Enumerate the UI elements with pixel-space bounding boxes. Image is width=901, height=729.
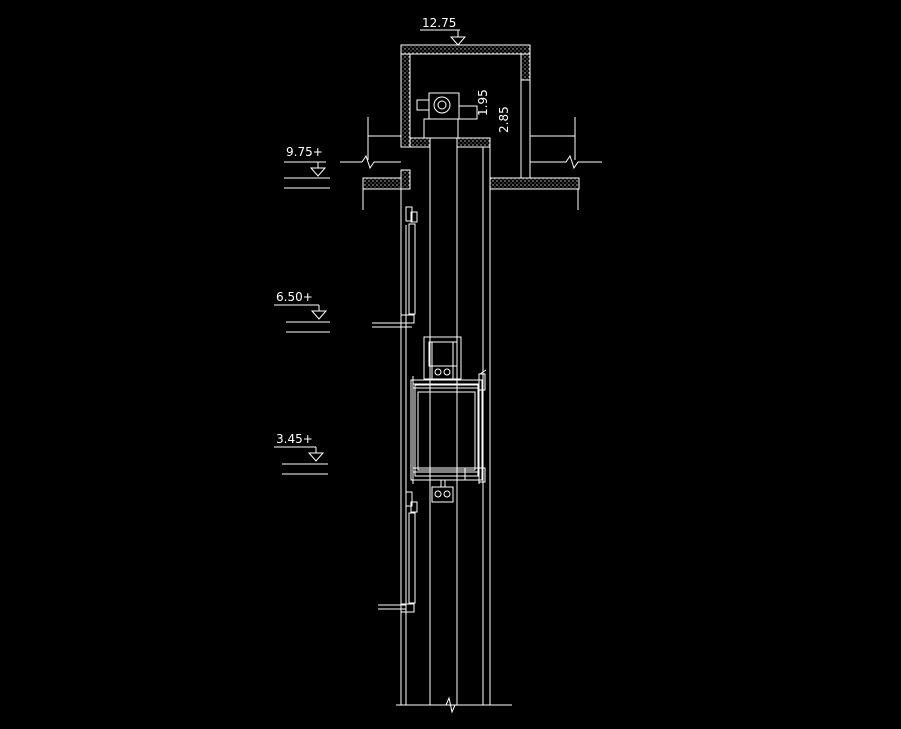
elevator-car	[410, 369, 487, 484]
landing-door-upper	[372, 206, 418, 328]
top-level-label: 12.75	[422, 16, 456, 30]
top-level-marker: 12.75	[420, 16, 467, 46]
level-marker-975: 9.75+	[284, 145, 330, 189]
level-marker-345: 3.45+	[274, 432, 328, 475]
landing-door-lower	[378, 491, 418, 613]
level-label-650: 6.50+	[276, 290, 313, 304]
dimension-label-2: 2.85	[497, 106, 511, 133]
level-label-975: 9.75+	[286, 145, 323, 159]
dimension-label-1: 1.95	[476, 89, 490, 116]
traction-machine	[416, 92, 478, 139]
level-marker-650: 6.50+	[274, 290, 330, 333]
car-top-sheave	[423, 336, 462, 380]
floor-slab-top	[340, 117, 602, 210]
dimension-labels: 1.95 2.85	[476, 89, 511, 133]
level-label-345: 3.45+	[276, 432, 313, 446]
shaft	[396, 147, 512, 714]
car-bottom-sheave	[431, 480, 454, 503]
machine-room	[400, 44, 531, 178]
